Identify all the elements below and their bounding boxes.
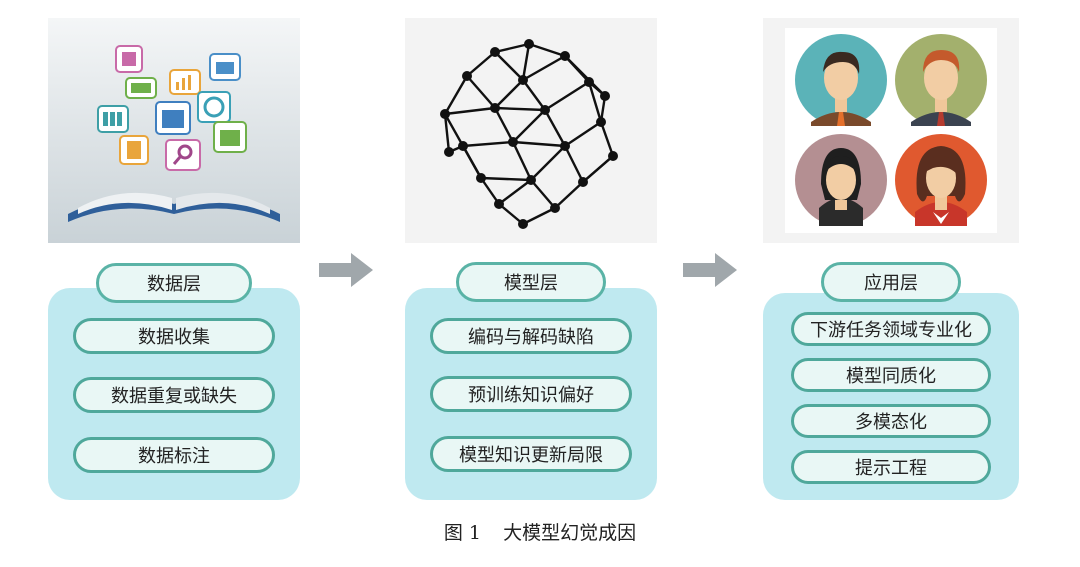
network-node (476, 173, 486, 183)
globe-icon (197, 91, 231, 123)
network-node (578, 177, 588, 187)
network-node (600, 91, 610, 101)
network-edge (494, 51, 524, 81)
network-edge (466, 75, 496, 109)
network-edge (564, 55, 606, 97)
network-node (540, 105, 550, 115)
book-icon (68, 192, 280, 222)
network-edge (599, 121, 615, 157)
network-node (560, 141, 570, 151)
network-edge (493, 107, 515, 143)
network-node (462, 71, 472, 81)
model-layer-item: 模型知识更新局限 (430, 436, 632, 472)
network-node (524, 39, 534, 49)
man-avatar-icon (795, 34, 887, 126)
woman-avatar-icon (895, 134, 987, 226)
network-edge (480, 176, 532, 182)
arrow-right-icon (319, 253, 373, 287)
network-edge (494, 79, 524, 109)
network-node (494, 199, 504, 209)
money-icon (125, 77, 157, 99)
woman-avatar-icon (795, 134, 887, 226)
doc-icon (119, 135, 149, 165)
network-edge (564, 121, 602, 147)
network-node (550, 203, 560, 213)
model-layer-item: 预训练知识偏好 (430, 376, 632, 412)
application-layer-item: 模型同质化 (791, 358, 991, 392)
user-avatars-illustration (763, 18, 1019, 243)
network-edge (443, 75, 469, 115)
application-layer-column: 应用层 下游任务领域专业化 模型同质化 多模态化 提示工程 (763, 0, 1019, 510)
calendar-icon (155, 101, 191, 135)
network-edge (444, 106, 496, 116)
briefcase-icon (209, 53, 241, 81)
network-edge (466, 51, 496, 77)
man-avatar-icon (895, 34, 987, 126)
network-edge (498, 203, 524, 225)
application-layer-item: 提示工程 (791, 450, 991, 484)
application-layer-title: 应用层 (821, 262, 961, 302)
search-icon (165, 139, 201, 171)
network-node (490, 47, 500, 57)
data-layer-item: 数据标注 (73, 437, 275, 473)
network-edge (563, 145, 585, 183)
network-edge (494, 42, 530, 54)
network-node (608, 151, 618, 161)
network-edge (521, 43, 531, 81)
model-layer-item: 编码与解码缺陷 (430, 318, 632, 354)
data-sources-illustration (48, 18, 300, 243)
data-layer-item: 数据收集 (73, 318, 275, 354)
model-layer-title: 模型层 (456, 262, 606, 302)
network-edge (522, 206, 556, 226)
network-edge (461, 145, 483, 179)
network-edge (530, 179, 556, 209)
neural-network-illustration (405, 18, 657, 243)
network-edge (462, 140, 514, 148)
network-edge (443, 113, 465, 147)
network-node (458, 141, 468, 151)
network-node (526, 175, 536, 185)
network-edge (443, 113, 451, 153)
figure-title: 大模型幻觉成因 (503, 522, 637, 544)
figure-caption: 图 1 大模型幻觉成因 (0, 518, 1080, 545)
arrow-right-icon (683, 253, 737, 287)
network-node (518, 75, 528, 85)
network-node (596, 117, 606, 127)
network-node (584, 77, 594, 87)
network-edge (480, 177, 500, 205)
network-edge (494, 106, 546, 112)
network-edge (587, 81, 603, 123)
data-layer-item: 数据重复或缺失 (73, 377, 275, 413)
figure-label: 图 1 (443, 522, 482, 544)
network-edge (522, 79, 546, 111)
application-layer-item: 多模态化 (791, 404, 991, 438)
network-edge (522, 54, 566, 82)
network-node (444, 147, 454, 157)
network-node (508, 137, 518, 147)
model-layer-column: 模型层 编码与解码缺陷 预训练知识偏好 模型知识更新局限 (405, 0, 657, 510)
bank-icon (213, 121, 247, 153)
network-edge (543, 109, 567, 147)
network-edge (528, 42, 566, 58)
network-edge (582, 155, 614, 183)
network-node (560, 51, 570, 61)
document-icon (115, 45, 143, 73)
network-node (490, 103, 500, 113)
data-layer-column: 数据层 数据收集 数据重复或缺失 数据标注 (48, 0, 300, 510)
network-node (440, 109, 450, 119)
network-edge (512, 109, 546, 143)
data-layer-title: 数据层 (96, 263, 252, 303)
chart-icon (169, 69, 201, 95)
network-edge (498, 179, 532, 205)
network-edge (544, 80, 590, 112)
network-edge (512, 140, 566, 148)
network-edge (530, 145, 566, 181)
network-node (518, 219, 528, 229)
neural-network-sphere-icon (440, 39, 618, 229)
network-edge (511, 141, 533, 181)
board-icon (97, 105, 129, 133)
network-edge (554, 181, 584, 209)
application-layer-item: 下游任务领域专业化 (791, 312, 991, 346)
